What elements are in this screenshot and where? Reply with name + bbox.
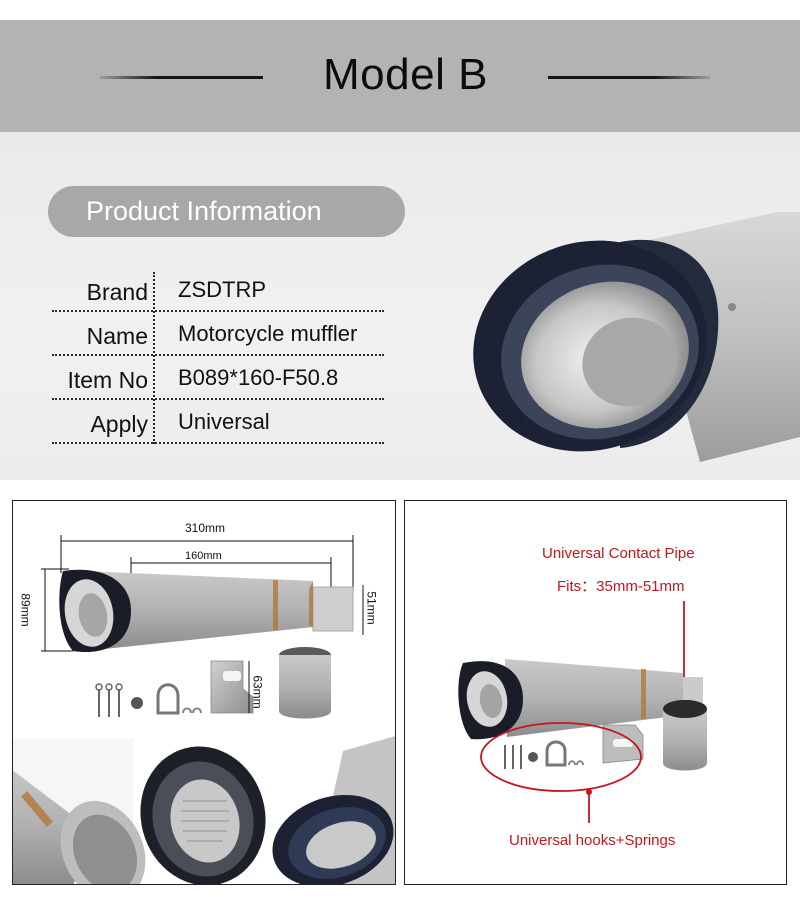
header-line-right [548,76,710,79]
hooks-springs-label: Universal hooks+Springs [509,832,676,849]
spec-row-item-no: Item No B089*160-F50.8 [52,356,384,400]
spec-value: Motorcycle muffler [178,321,358,346]
spec-divider [153,272,155,444]
spec-value: B089*160-F50.8 [178,365,339,390]
contact-pipe-title: Universal Contact Pipe [542,545,695,562]
spec-key: Apply [90,411,148,437]
product-info-label: Product Information [86,196,322,226]
dim-height-outlet: 89mm [18,593,33,627]
product-info-pill: Product Information [48,186,405,237]
muffler-dimension-diagram [13,535,395,884]
muffler-hero-image [473,212,800,462]
header-line-left [100,76,263,79]
spec-key: Name [86,323,148,349]
dim-inlet-diameter: 51mm [364,591,379,625]
spec-key: Item No [67,367,148,393]
contact-pipe-fit: Fits：35mm-51mm [557,578,685,595]
dim-bracket-height: 63mm [250,675,265,709]
spec-row-apply: Apply Universal [52,400,384,444]
spec-table: Brand ZSDTRP Name Motorcycle muffler Ite… [52,268,384,444]
page-title: Model B [323,50,488,99]
dim-length-body: 160mm [185,550,222,562]
header-band: Model B [0,20,800,132]
dim-length-total: 310mm [185,521,226,535]
accessories-panel: Universal Contact Pipe Fits：35mm-51mm Un… [404,500,787,885]
spec-value: ZSDTRP [178,277,266,302]
spec-key: Brand [86,279,148,305]
spec-value: Universal [178,409,270,434]
accessories-illustration [458,601,707,823]
product-info-section: Product Information Brand ZSDTRP Name Mo… [0,132,800,480]
spec-row-name: Name Motorcycle muffler [52,312,384,356]
spec-row-brand: Brand ZSDTRP [52,268,384,312]
dimensions-panel: 310mm 160mm 89mm 51mm 63mm [12,500,396,885]
